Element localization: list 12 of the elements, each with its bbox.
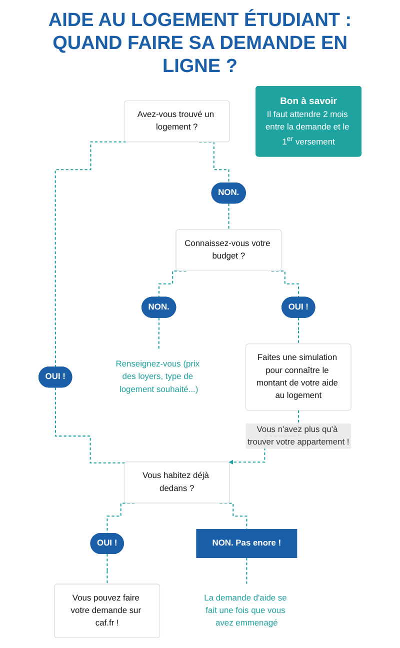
title: AIDE AU LOGEMENT ÉTUDIANT : QUAND FAIRE SA DEMANDE EN LIGNE ? (47, 8, 353, 79)
connector (228, 203, 230, 231)
edge-label: Vous n'avez plus qu'à trouver votre appartement ! (248, 425, 350, 448)
connector (106, 554, 108, 586)
connector (54, 142, 126, 368)
connector (54, 388, 126, 464)
connector (158, 318, 160, 352)
connector (298, 318, 300, 346)
connector (246, 558, 248, 585)
node-text: Renseignez-vous (prix des loyers, type de logement souhaité...) (116, 360, 200, 394)
node-text: La demande d'aide se fait une fois que vous avez emmenagé (204, 594, 287, 628)
node-box: NON. Pas enore ! (196, 529, 298, 558)
